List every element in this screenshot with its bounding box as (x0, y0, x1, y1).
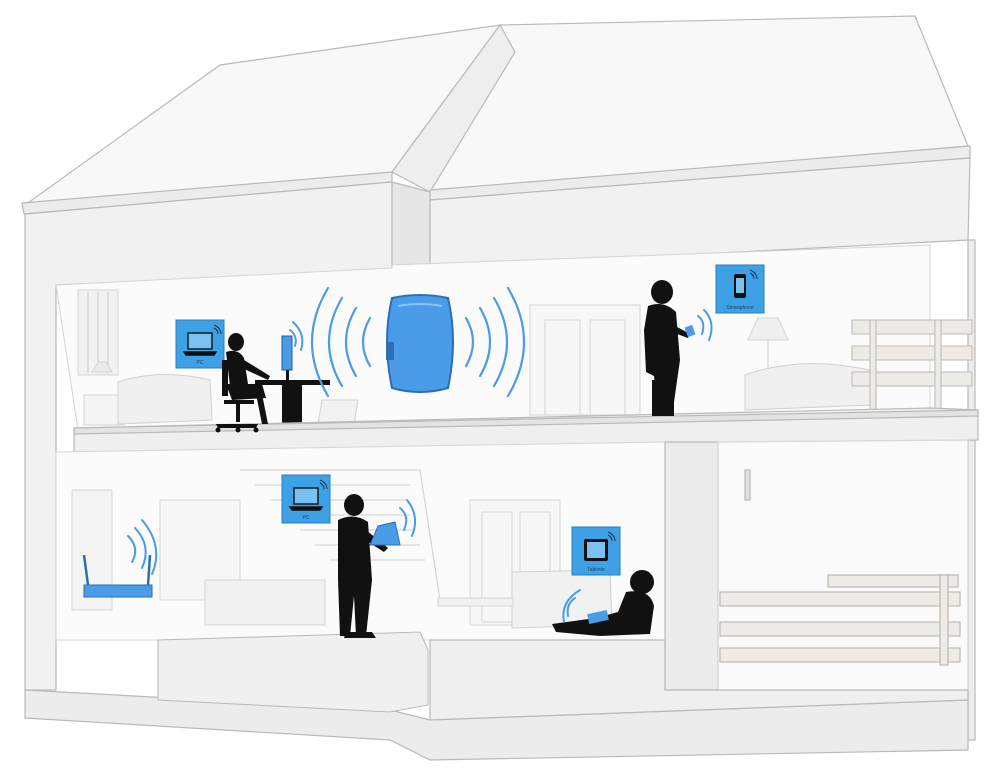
woman-signal-icon (289, 321, 304, 351)
pc-upstairs-badge: PC (175, 319, 225, 369)
man-downstairs-signal-icon (399, 499, 417, 537)
upper-floor (55, 244, 973, 431)
left-lamp (91, 361, 113, 373)
right-outer-wall (967, 239, 976, 741)
badge-wifi-icon (607, 531, 616, 542)
woman-tablet-signal-icon (562, 589, 581, 623)
pc-upstairs-label: PC (197, 360, 204, 366)
man-with-smartphone-silhouette (644, 280, 690, 416)
router-signal (127, 519, 158, 575)
pc-downstairs-badge: PC (281, 474, 331, 524)
lower-balcony-railing (719, 574, 961, 666)
desk-monitor (281, 335, 293, 380)
right-sofa (744, 363, 873, 411)
pc-downstairs-label: PC (303, 515, 310, 521)
laptop-icon (182, 332, 218, 356)
right-lamp (747, 317, 789, 341)
smartphone-badge: Smartphone (715, 264, 765, 314)
wifi-router-icon (82, 519, 158, 598)
smartphone-label: Smartphone (726, 305, 753, 311)
floor-slab (73, 407, 979, 453)
laptop-icon (288, 487, 324, 511)
middle-pillar (391, 181, 431, 269)
man-upstairs-signal-icon (697, 309, 713, 341)
repeater-signal-right (464, 286, 525, 398)
wifi-repeater-icon (311, 286, 525, 398)
woman-with-tablet-silhouette (552, 570, 654, 636)
smartphone-icon (734, 274, 746, 298)
downstairs-laptop-device (369, 521, 401, 546)
badge-wifi-icon (319, 479, 328, 490)
badge-wifi-icon (213, 324, 222, 335)
tablet-icon (584, 539, 608, 561)
ground-base (24, 689, 969, 761)
tablet-label: Tablette (587, 567, 605, 573)
woman-at-desk-silhouette (215, 333, 270, 433)
house-shell (21, 15, 976, 761)
upper-balcony-railing (851, 319, 973, 411)
lower-right-wing (429, 439, 969, 721)
tablet-badge: Tablette (571, 526, 621, 576)
repeater-signal-left (311, 286, 372, 398)
smartphone-device (684, 324, 696, 338)
roof-joint (391, 23, 516, 193)
lower-step (157, 631, 429, 713)
tablet-device (587, 610, 609, 624)
upstairs-doorway (529, 304, 641, 416)
badge-wifi-icon (749, 269, 758, 280)
